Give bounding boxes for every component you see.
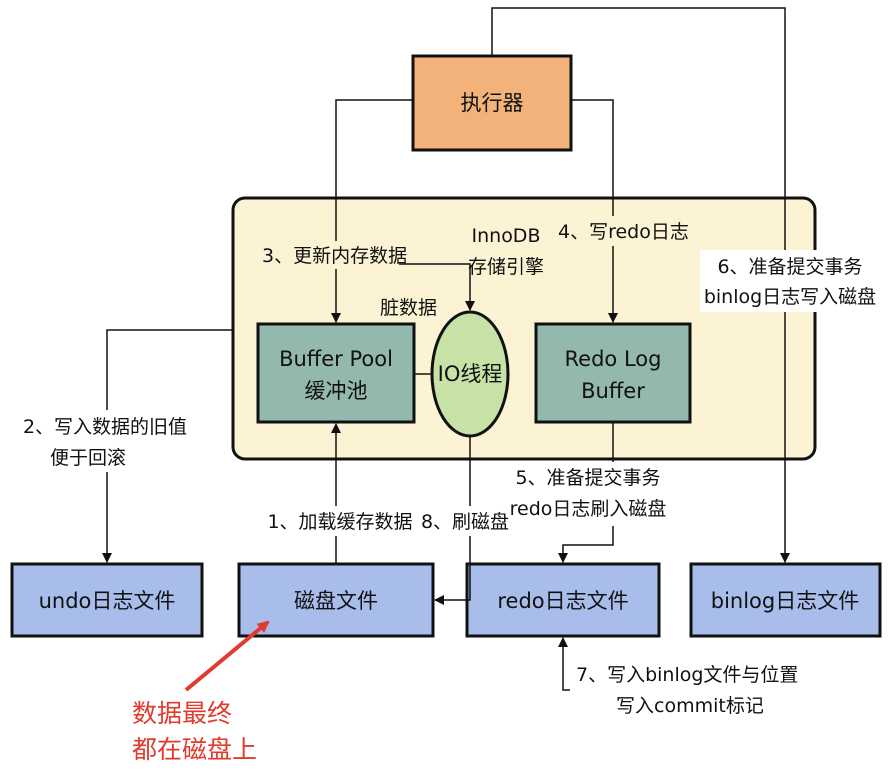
step7-label-line2: 写入commit标记 — [616, 695, 764, 717]
step5-label-line1: 5、准备提交事务 — [515, 467, 660, 489]
innodb-label-line1: InnoDB — [472, 225, 541, 247]
executor-label: 执行器 — [461, 91, 524, 115]
step4-label: 4、写redo日志 — [558, 221, 689, 243]
arrow-executor-to-redo-buffer — [571, 99, 618, 323]
annotation-arrow — [184, 620, 270, 692]
step6-label-line2: binlog日志写入磁盘 — [704, 286, 876, 308]
binlog-file-label: binlog日志文件 — [711, 589, 860, 613]
redo-file-label: redo日志文件 — [497, 589, 628, 613]
buffer-pool-label-line2: 缓冲池 — [305, 379, 368, 403]
arrow-io-to-disk — [434, 436, 471, 605]
step5-label-line2: redo日志刷入磁盘 — [510, 498, 667, 520]
redo-log-buffer-node — [534, 322, 692, 424]
buffer-pool-label-line1: Buffer Pool — [279, 347, 393, 371]
io-thread-label: IO线程 — [438, 362, 503, 386]
dirty-data-label: 脏数据 — [380, 297, 437, 319]
buffer-pool-node — [256, 322, 416, 424]
arrow-commit-to-redo-file — [558, 637, 570, 691]
annotation-line1: 数据最终 — [132, 699, 232, 728]
innodb-label-line2: 存储引擎 — [468, 256, 544, 278]
undo-file-node — [10, 562, 204, 638]
executor-node — [411, 54, 573, 152]
redo-log-buffer-label-line1: Redo Log — [565, 347, 662, 371]
redo-file-node — [465, 562, 661, 638]
step2-label-line2: 便于回滚 — [50, 447, 126, 469]
step3-label: 3、更新内存数据 — [262, 245, 407, 267]
step6-label-line1: 6、准备提交事务 — [717, 256, 862, 278]
step2-label-line1: 2、写入数据的旧值 — [23, 416, 187, 438]
step8-label: 8、刷磁盘 — [421, 511, 509, 533]
undo-file-label: undo日志文件 — [39, 589, 176, 613]
disk-file-label: 磁盘文件 — [294, 589, 378, 613]
arrow-buffer-pool-to-undo — [102, 329, 233, 563]
annotation-line2: 都在磁盘上 — [132, 735, 257, 764]
step1-label: 1、加载缓存数据 — [267, 511, 412, 533]
step7-label-line1: 7、写入binlog文件与位置 — [576, 664, 798, 686]
redo-log-buffer-label-line2: Buffer — [581, 379, 645, 403]
binlog-file-node — [689, 562, 882, 638]
disk-file-node — [237, 562, 435, 638]
